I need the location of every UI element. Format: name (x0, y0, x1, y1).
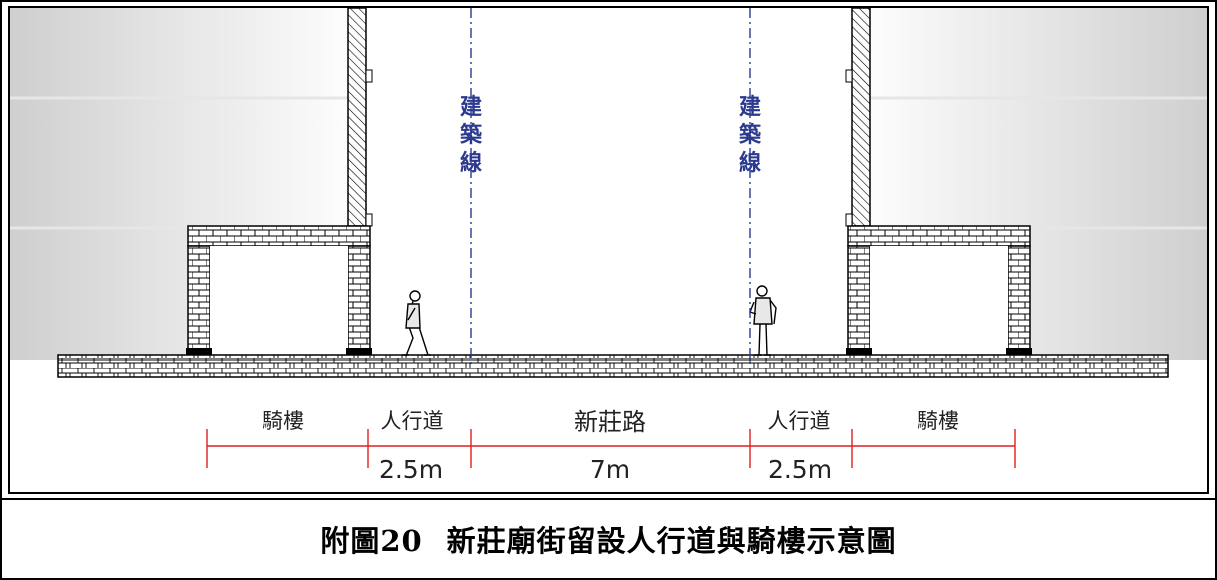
building-line-char: 築 (738, 122, 762, 148)
caption-divider (0, 498, 1217, 500)
dimension-sidewalk-right: 2.5m (768, 455, 832, 484)
building-line-char: 築 (459, 122, 483, 148)
left-wall-bracket-bottom (365, 213, 373, 227)
dimension-line (206, 429, 1016, 468)
building-line-label-right: 建 築 線 (738, 95, 762, 176)
label-sidewalk-left: 人行道 (381, 409, 444, 433)
figure-caption: 附圖20 新莊廟街留設人行道與騎樓示意圖 (0, 500, 1217, 578)
right-arcade-structure (846, 225, 1032, 356)
building-line-char: 建 (739, 95, 761, 120)
pedestrian-standing-icon (749, 285, 777, 356)
pedestrian-walking-icon (402, 290, 431, 357)
building-line-char: 線 (739, 150, 761, 176)
dimension-road: 7m (590, 455, 630, 484)
ground-strip (57, 354, 1169, 378)
label-sidewalk-right: 人行道 (768, 409, 831, 433)
building-line-char: 線 (460, 150, 482, 176)
left-arcade-structure (186, 225, 372, 356)
right-upper-wall (851, 8, 871, 227)
left-upper-wall (347, 8, 367, 227)
section-svg: 建 築 線 建 築 線 騎樓 人行道 新莊路 人行道 騎樓 2.5m 7m 2.… (10, 8, 1207, 484)
label-arcade-left: 騎樓 (262, 409, 304, 433)
label-road: 新莊路 (574, 408, 646, 436)
left-wall-bracket-top (365, 69, 373, 83)
label-arcade-right: 騎樓 (917, 409, 959, 433)
right-wall-bracket-bottom (845, 213, 853, 227)
right-wall-bracket-top (845, 69, 853, 83)
figure-title: 新莊廟街留設人行道與騎樓示意圖 (446, 524, 897, 558)
building-line-label-left: 建 築 線 (459, 95, 483, 176)
figure-number: 附圖20 (320, 524, 423, 558)
street-section-diagram: 建 築 線 建 築 線 騎樓 人行道 新莊路 人行道 騎樓 2.5m 7m 2.… (8, 6, 1209, 494)
dimension-sidewalk-left: 2.5m (379, 455, 443, 484)
building-line-char: 建 (460, 95, 482, 120)
